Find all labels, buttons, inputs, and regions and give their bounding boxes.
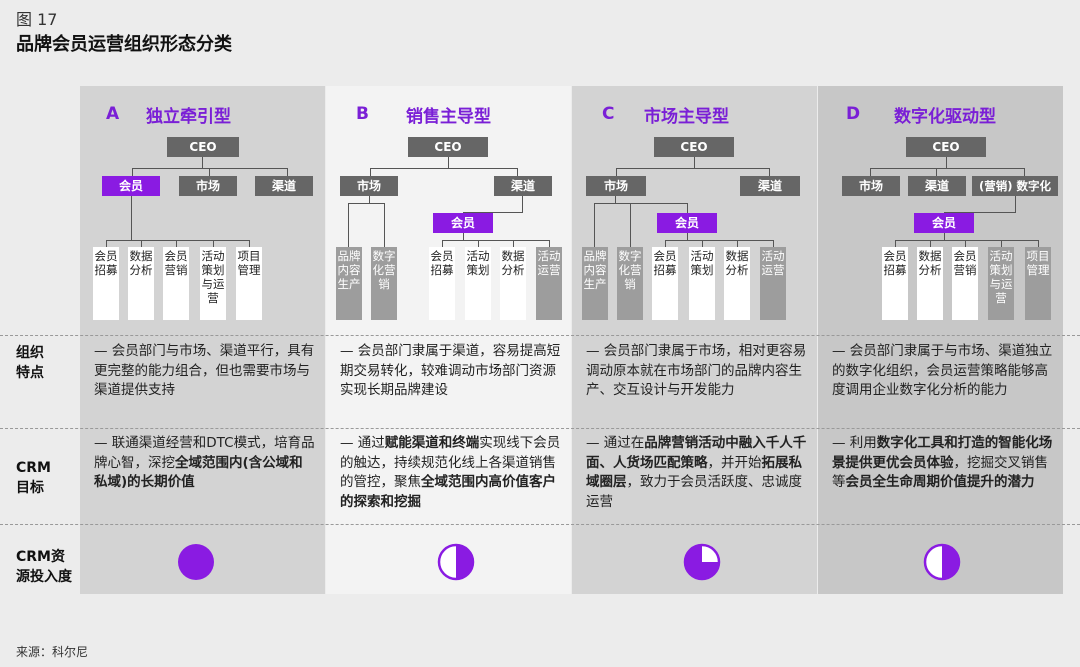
ceo-box: CEO — [167, 137, 239, 157]
subunit-member-recruit: 会员招募 — [93, 247, 119, 320]
subunit-event-ops: 活动运营 — [536, 247, 562, 320]
column-c-bg — [572, 86, 817, 594]
subunit-member-recruit: 会员招募 — [882, 247, 908, 320]
side-unit-digital: 数字化营销 — [617, 247, 643, 320]
subunit-event-planning: 活动策划 — [465, 247, 491, 320]
resource-pie-three-quarter — [683, 543, 721, 581]
subunit-member-marketing: 会员营销 — [952, 247, 978, 320]
row-label-line: 目标 — [16, 480, 44, 496]
subunit-project-management: 项目管理 — [236, 247, 262, 320]
column-b: B 销售主导型 CEO 市场 渠道 会员 品牌内容生产 数字化营销 会员招募 活… — [326, 86, 571, 594]
feature-text: — 会员部门隶属于渠道，容易提高短期交易转化，较难调动市场部门资源实现长期品牌建… — [340, 343, 561, 398]
subunit-event-planning: 活动策划与运营 — [200, 247, 226, 320]
crm-goal-text: — 通过在品牌营销活动中融入千人千面、人货场匹配策略，并开始拓展私域圈层，致力于… — [586, 435, 807, 510]
digital-box: (营销) 数字化 — [972, 176, 1058, 196]
column-c: C 市场主导型 CEO 市场 渠道 会员 品牌内容生产 数字化营销 会员招募 活… — [572, 86, 817, 594]
row-label-line: CRM — [16, 460, 51, 476]
subunit-member-recruit: 会员招募 — [429, 247, 455, 320]
column-title: 数字化驱动型 — [894, 107, 996, 127]
crm-goal-text: — 利用数字化工具和打造的智能化场景提供更优会员体验，挖掘交叉销售等会员全生命周… — [832, 435, 1053, 490]
column-d: D 数字化驱动型 CEO 市场 渠道 (营销) 数字化 会员 会员招募 数据分析… — [818, 86, 1063, 594]
column-title: 销售主导型 — [406, 107, 491, 127]
subunit-data-analysis: 数据分析 — [917, 247, 943, 320]
resource-pie-half — [923, 543, 961, 581]
side-unit-digital: 数字化营销 — [371, 247, 397, 320]
resource-pie-half — [437, 543, 475, 581]
subunit-member-marketing: 会员营销 — [163, 247, 189, 320]
market-box: 市场 — [842, 176, 900, 196]
channel-box: 渠道 — [255, 176, 313, 196]
crm-goal-text: — 通过赋能渠道和终端实现线下会员的触达，持续规范化线上各渠道销售的管控，聚焦全… — [340, 435, 561, 510]
column-a: A 独立牵引型 CEO 会员 市场 渠道 会员招募 数据分析 会员营销 活动策划… — [80, 86, 325, 594]
ceo-box: CEO — [906, 137, 986, 157]
column-b-bg — [326, 86, 571, 594]
row-label-features: 组织 特点 — [16, 343, 44, 383]
channel-box: 渠道 — [494, 176, 552, 196]
feature-text: — 会员部门与市场、渠道平行，具有更完整的能力组合，但也需要市场与渠道提供支持 — [94, 343, 315, 398]
column-d-bg — [818, 86, 1063, 594]
subunit-data-analysis: 数据分析 — [500, 247, 526, 320]
figure-title: 品牌会员运营组织形态分类 — [16, 34, 232, 55]
ceo-box: CEO — [408, 137, 488, 157]
column-letter: C — [602, 104, 615, 124]
subunit-member-recruit: 会员招募 — [652, 247, 678, 320]
subunit-data-analysis: 数据分析 — [724, 247, 750, 320]
side-unit-content: 品牌内容生产 — [582, 247, 608, 320]
market-box: 市场 — [179, 176, 237, 196]
column-title: 独立牵引型 — [146, 107, 231, 127]
member-box: 会员 — [657, 213, 717, 233]
column-letter: A — [106, 104, 120, 124]
row-divider — [0, 428, 1080, 429]
source-note: 来源：科尔尼 — [16, 645, 89, 659]
market-box: 市场 — [586, 176, 646, 196]
row-label-resource: CRM资 源投入度 — [16, 547, 72, 587]
row-divider — [0, 524, 1080, 525]
subunit-event-ops: 活动运营 — [760, 247, 786, 320]
subunit-event-planning: 活动策划 — [689, 247, 715, 320]
feature-text: — 会员部门隶属于与市场、渠道独立的数字化组织，会员运营策略能够高度调用企业数字… — [832, 343, 1053, 398]
crm-goal-text: — 联通渠道经营和DTC模式，培育品牌心智，深挖全域范围内(含公域和私域)的长期… — [94, 435, 315, 490]
channel-box: 渠道 — [740, 176, 800, 196]
row-divider — [0, 335, 1080, 336]
subunit-data-analysis: 数据分析 — [128, 247, 154, 320]
row-label-line: 特点 — [16, 365, 44, 381]
member-box: 会员 — [433, 213, 493, 233]
row-label-line: 源投入度 — [16, 569, 72, 585]
row-label-line: 组织 — [16, 345, 44, 361]
ceo-box: CEO — [654, 137, 734, 157]
figure-number: 图 17 — [16, 10, 58, 29]
resource-pie-full — [178, 544, 214, 580]
subunit-event-planning: 活动策划与运营 — [988, 247, 1014, 320]
column-title: 市场主导型 — [644, 107, 729, 127]
side-unit-content: 品牌内容生产 — [336, 247, 362, 320]
column-letter: D — [846, 104, 861, 124]
member-box: 会员 — [914, 213, 974, 233]
member-box: 会员 — [102, 176, 160, 196]
feature-text: — 会员部门隶属于市场，相对更容易调动原本就在市场部门的品牌内容生产、交互设计与… — [586, 343, 807, 398]
column-a-bg — [80, 86, 325, 594]
subunit-project-management: 项目管理 — [1025, 247, 1051, 320]
column-letter: B — [356, 104, 369, 124]
market-box: 市场 — [340, 176, 398, 196]
channel-box: 渠道 — [908, 176, 966, 196]
row-label-crm: CRM 目标 — [16, 458, 51, 498]
row-label-line: CRM资 — [16, 549, 65, 565]
